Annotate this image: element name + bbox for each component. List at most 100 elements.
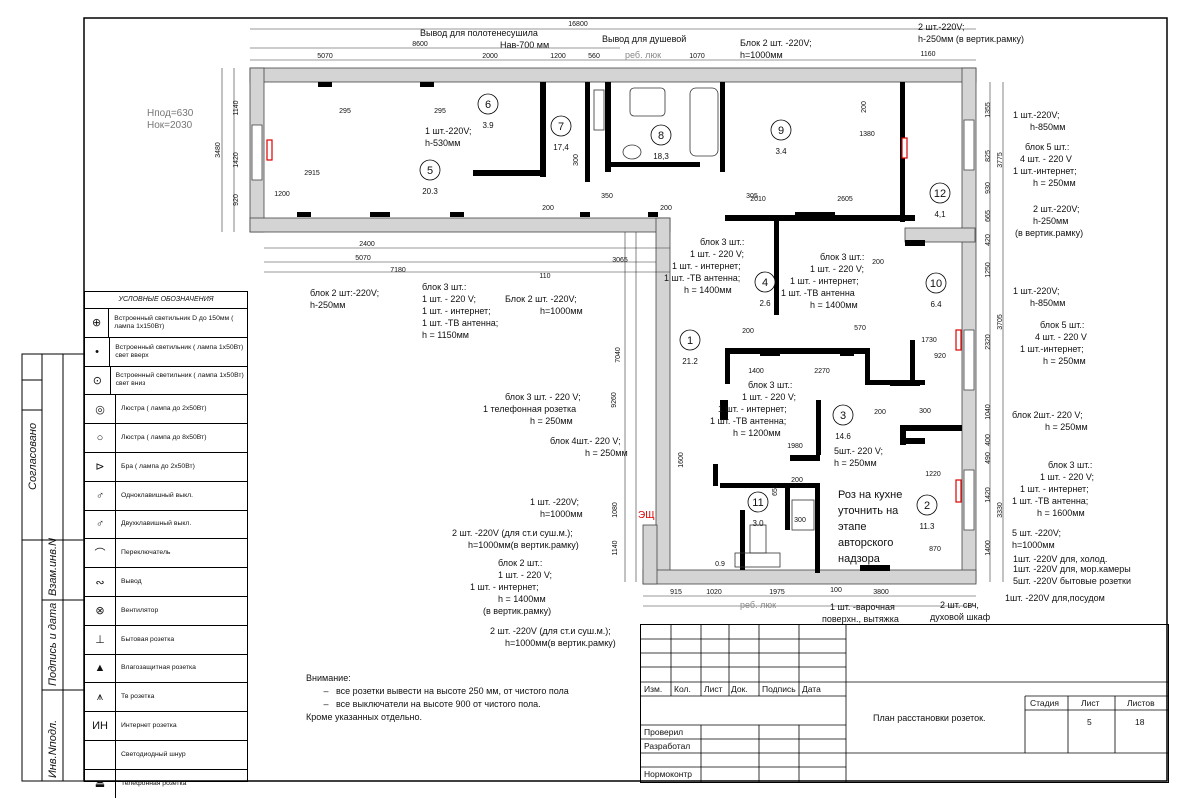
annot-hatch-2: реб. люк bbox=[740, 600, 776, 610]
legend-label: Бытовая розетка bbox=[121, 635, 175, 643]
notes-block: Внимание: все розетки вывести на высоте … bbox=[306, 672, 569, 724]
dimension-value: 300 bbox=[919, 408, 931, 415]
dimension-value: 1140 bbox=[233, 100, 240, 115]
dimension-value: 570 bbox=[854, 325, 866, 332]
dimension-value: 1400 bbox=[985, 540, 992, 556]
dimension-value: 1600 bbox=[678, 452, 685, 468]
dimension-value: 1040 bbox=[985, 404, 992, 420]
legend-row: ♂Двухклавишный выкл. bbox=[85, 510, 247, 540]
annot-towel-rail: Вывод для полотенесушила bbox=[420, 28, 538, 38]
tb-col-3: Док. bbox=[731, 684, 748, 694]
annot-block3-c-h: h = 1150мм bbox=[422, 330, 469, 340]
dimension-value: 5070 bbox=[355, 255, 371, 262]
dimension-value: 3775 bbox=[997, 152, 1004, 168]
dimension-value: 1730 bbox=[921, 337, 937, 344]
annot-block2-e-h: h = 1400мм bbox=[498, 594, 546, 604]
annot-block2-e-frame: (в вертик.рамку) bbox=[483, 606, 551, 616]
annot-1pc-1000: 1 шт. -220V; bbox=[530, 497, 579, 507]
annot-block3-e-1: 1 шт. - 220 V; bbox=[1040, 472, 1094, 482]
tb-col-0: Изм. bbox=[644, 684, 663, 694]
tb-sheet-label: Лист bbox=[1081, 698, 1100, 708]
legend-label: Интернет розетка bbox=[121, 722, 177, 730]
windows bbox=[251, 119, 975, 531]
dimension-value: 200 bbox=[872, 259, 884, 266]
annot-block3-a-2: 1 шт. - интернет; bbox=[672, 261, 741, 271]
annot-block4-h: h = 250мм bbox=[585, 448, 628, 458]
annot-block3-d: блок 3 шт.: bbox=[748, 380, 792, 390]
room-label-4: 42.6 bbox=[754, 271, 776, 308]
pass-switch-icon: ⌒ bbox=[85, 539, 116, 568]
legend-row: ◎Люстра ( лампа до 2х50Вт) bbox=[85, 395, 247, 425]
room-number: 3 bbox=[840, 410, 846, 422]
room-number: 11 bbox=[752, 497, 763, 509]
tb-col-1: Кол. bbox=[674, 684, 691, 694]
dimension-value: 1380 bbox=[859, 131, 875, 138]
note-item: все розетки вывести на высоте 250 мм, от… bbox=[336, 685, 569, 698]
dimension-value: 2605 bbox=[837, 196, 853, 203]
legend-label: Люстра ( лампа до 8х50Вт) bbox=[121, 434, 207, 442]
dimension-value: 100 bbox=[830, 587, 842, 594]
dimension-value: 305 bbox=[746, 193, 758, 200]
annot-block3-d-2: 1 шт. - интернет; bbox=[718, 404, 787, 414]
legend-label: Встроенный светильник D до 150мм ( лампа… bbox=[114, 314, 234, 330]
dimension-value: 825 bbox=[985, 150, 992, 162]
legend-label: Люстра ( лампа до 2х50Вт) bbox=[121, 405, 207, 413]
annot-freezer: 1шт. -220V для, мор.камеры bbox=[1013, 564, 1131, 574]
annot-block5-a-h: h = 250мм bbox=[1033, 178, 1076, 188]
room-number: 12 bbox=[934, 188, 946, 200]
annot-block2-b: блок 2 шт:-220V; bbox=[310, 288, 379, 298]
room-area: 21.2 bbox=[682, 357, 698, 366]
dimension-value: 7040 bbox=[615, 347, 622, 363]
annot-block5-b: блок 5 шт.: bbox=[1040, 320, 1084, 330]
annot-block2-c: Блок 2 шт. -220V; bbox=[505, 294, 577, 304]
annot-block3-c-3: 1 шт. -ТВ антенна; bbox=[422, 318, 498, 328]
annot-block2-a-h: h=1000мм bbox=[740, 50, 783, 60]
outer-walls bbox=[249, 67, 977, 585]
dimension-value: 1080 bbox=[612, 502, 619, 518]
note-line-3: этапе bbox=[838, 521, 866, 533]
room-area: 18,3 bbox=[653, 152, 669, 161]
dimension-value: 1070 bbox=[689, 53, 705, 60]
dimension-value: 3330 bbox=[997, 502, 1004, 518]
socket-marks bbox=[297, 82, 925, 571]
tb-col-4: Подпись bbox=[762, 684, 796, 694]
legend-row: •Встроенный светильник ( лампа 1х50Вт) с… bbox=[85, 337, 247, 367]
annot-block5-a-2: 1 шт.-интернет; bbox=[1013, 166, 1077, 176]
annot-hsill: Hпод=630 bbox=[147, 108, 194, 119]
dimension-lines bbox=[221, 28, 1004, 607]
legend-row: ⊥Бытовая розетка bbox=[85, 625, 247, 655]
annot-block3-phone-1: 1 телефонная розетка bbox=[483, 404, 576, 414]
dimension-value: 2320 bbox=[985, 334, 992, 350]
annot-2pc-wash-b: 2 шт. -220V (для ст.и суш.м.); bbox=[490, 626, 611, 636]
dimension-value: 110 bbox=[539, 273, 550, 280]
legend-table: УСЛОВНЫЕ ОБОЗНАЧЕНИЯ ⊕Встроенный светиль… bbox=[84, 291, 248, 798]
dimension-value: 295 bbox=[434, 108, 446, 115]
bathroom-fixtures bbox=[593, 87, 815, 568]
dimension-value: 200 bbox=[874, 409, 886, 416]
dimension-value: 300 bbox=[794, 517, 806, 524]
ceiling-light-down-icon: ⊙ bbox=[85, 366, 111, 395]
annot-block2-e-2: 1 шт. - интернет; bbox=[470, 582, 539, 592]
room-label-11: 113.0 bbox=[747, 491, 769, 528]
room-label-6: 63.9 bbox=[477, 93, 499, 130]
notes-title: Внимание: bbox=[306, 673, 351, 683]
room-area: 3.4 bbox=[775, 147, 787, 156]
annot-block3-phone: блок 3 шт. - 220 V; bbox=[505, 392, 581, 402]
annot-block3-d-h: h = 1200мм bbox=[733, 428, 781, 438]
dimension-value: 1200 bbox=[274, 191, 290, 198]
internet-socket-icon: ИН bbox=[85, 712, 116, 740]
annot-oven-2: духовой шкаф bbox=[930, 612, 991, 622]
annot-shower: Вывод для душевой bbox=[602, 34, 686, 44]
tb-sheets-total: 18 bbox=[1135, 717, 1145, 727]
tb-col-5: Дата bbox=[802, 684, 821, 694]
annot-hatch-1: реб. люк bbox=[625, 50, 661, 60]
notes-footer: Кроме указанных отдельно. bbox=[306, 712, 423, 722]
legend-label: Телефонная розетка bbox=[121, 779, 187, 787]
legend-label: Встроенный светильник ( лампа 1х50Вт) св… bbox=[115, 372, 244, 388]
note-line-5: надзора bbox=[838, 553, 881, 565]
note-line-1: Роз на кухне bbox=[838, 489, 902, 501]
dimension-value: 2915 bbox=[304, 170, 320, 177]
legend-label: Вывод bbox=[121, 578, 142, 586]
dimension-value: 5070 bbox=[317, 53, 333, 60]
legend-row: ⩚Тв розетка bbox=[85, 683, 247, 713]
